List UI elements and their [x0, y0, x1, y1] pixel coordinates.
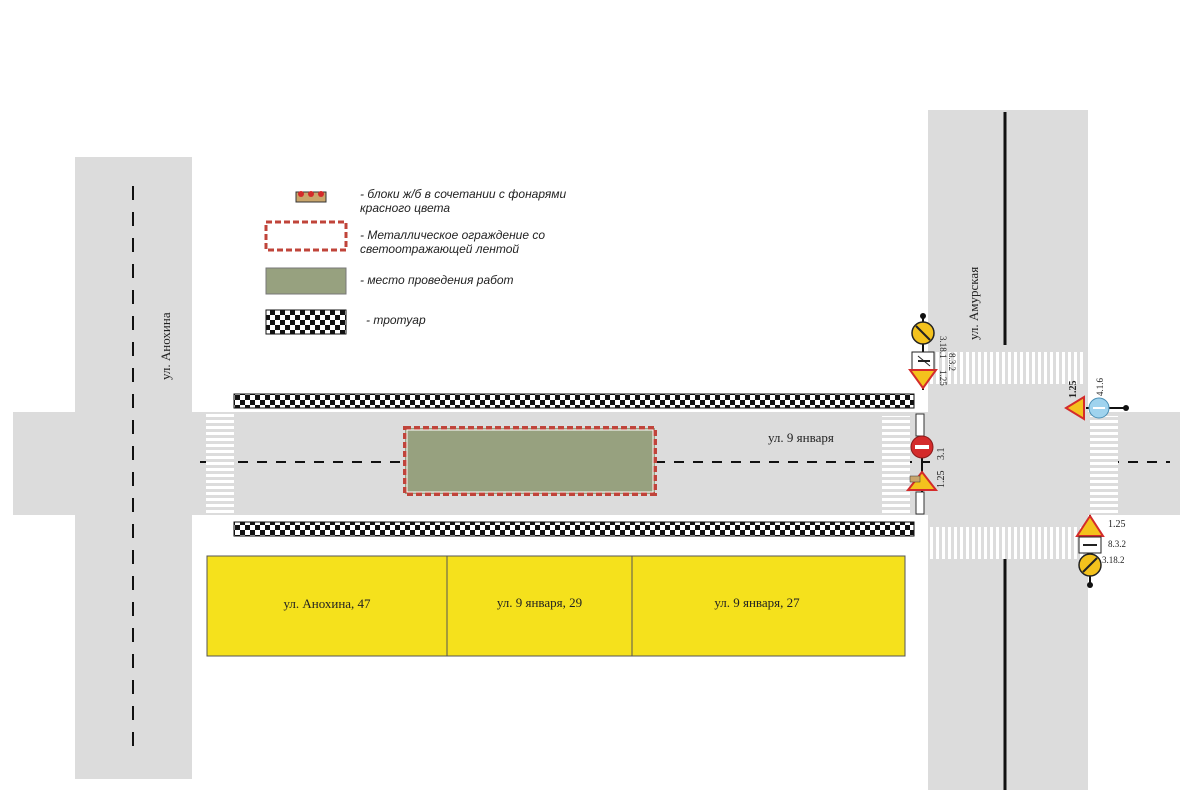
sign-code-se-0: 1.25 — [1108, 519, 1126, 530]
street-label-9-yanvarya: ул. 9 января — [768, 430, 834, 445]
sign-group-ne — [1064, 395, 1129, 421]
sidewalk-south — [233, 521, 915, 537]
building-label-3: ул. 9 января, 27 — [714, 595, 800, 610]
legend-worksite-icon — [265, 267, 347, 295]
worksite-fence-inner — [406, 429, 654, 493]
crosswalk-south — [930, 527, 1086, 559]
building-label-2: ул. 9 января, 29 — [496, 595, 583, 610]
barrier-post-top — [915, 413, 925, 437]
legend-blocks-icon — [295, 191, 327, 203]
sign-group-entry — [905, 435, 939, 492]
crosswalk-entry — [882, 416, 910, 514]
legend-sidewalk-text: - тротуар — [366, 313, 426, 327]
legend-fence-text: - Металлическое ограждение со светоотраж… — [360, 228, 546, 256]
building-3 — [631, 555, 906, 657]
sign-code-se-2: 3.18.2 — [1102, 555, 1125, 565]
street-label-anokhina: ул. Анохина — [158, 312, 173, 380]
building-label-1: ул. Анохина, 47 — [283, 596, 371, 611]
sign-code-ne-0: 1.25 — [1068, 380, 1079, 399]
sign-code-se-1: 8.3.2 — [1108, 539, 1126, 549]
legend-worksite-text: - место проведения работ — [360, 273, 514, 287]
sign-code-nw-2: 1.25 — [938, 370, 948, 386]
legend-fence-icon — [264, 220, 348, 252]
street-label-amurskaya: ул. Амурская — [966, 266, 981, 340]
crosswalk-east — [1090, 416, 1118, 514]
legend-sidewalk-icon — [265, 309, 347, 335]
sign-code-entry-1: 1.25 — [936, 470, 947, 489]
sign-group-nw — [908, 313, 938, 390]
sign-code-entry-0: 3.1 — [936, 447, 947, 461]
building-1 — [206, 555, 448, 657]
sign-code-nw-1: 8.3.2 — [947, 353, 957, 371]
crosswalk-north — [930, 352, 1086, 384]
worksite-area — [403, 426, 657, 496]
sign-code-ne-1: 4.1.6 — [1095, 378, 1105, 396]
barrier-post-bottom — [915, 491, 925, 515]
crosswalk-west — [206, 414, 234, 514]
sidewalk-north — [233, 393, 915, 409]
legend-blocks-text: - блоки ж/б в сочетании с фонарями красн… — [360, 187, 567, 215]
sign-group-se — [1075, 514, 1105, 588]
building-2 — [446, 555, 633, 657]
